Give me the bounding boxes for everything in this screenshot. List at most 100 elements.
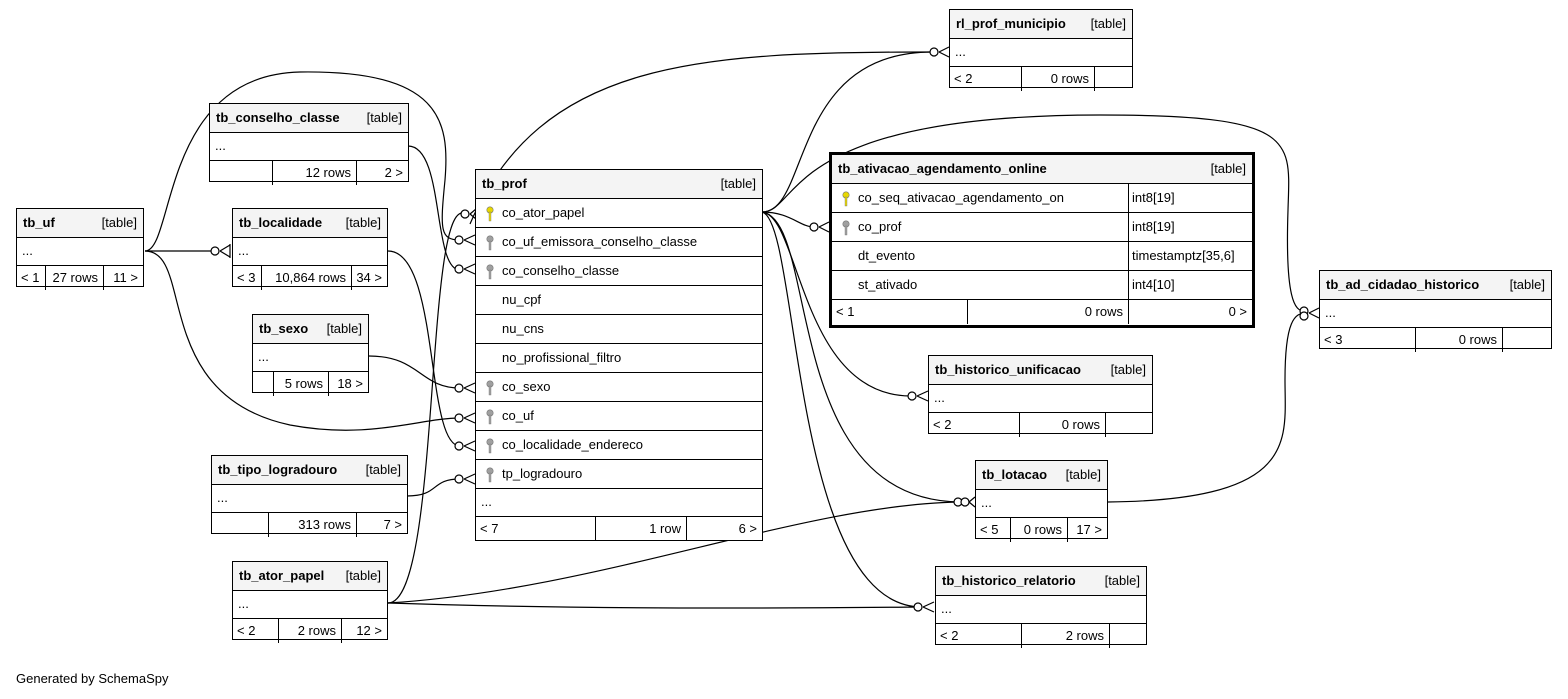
fk-key-icon [485, 380, 495, 396]
edge-prof-histunif [761, 211, 911, 397]
column-row[interactable]: co_conselho_classe [476, 257, 762, 286]
parents-count[interactable]: < 1 [832, 300, 967, 324]
table-type: [table] [1509, 277, 1545, 292]
column-name: co_localidade_endereco [502, 437, 643, 452]
table-header: tb_ativacao_agendamento_online [table] [832, 155, 1252, 184]
parents-count[interactable]: < 2 [950, 67, 1021, 91]
columns-ellipsis: ... [212, 485, 407, 513]
table-tb-ator-papel[interactable]: tb_ator_papel [table] ... < 2 2 rows 12 … [232, 561, 388, 643]
column-name: no_profissional_filtro [502, 350, 622, 365]
columns-ellipsis: ... [476, 489, 762, 517]
table-tb-tipo-logradouro[interactable]: tb_tipo_logradouro [table] ... 313 rows … [211, 455, 408, 537]
column-name: co_prof [858, 219, 902, 234]
table-footer: < 2 0 rows [950, 67, 1132, 91]
table-rl-prof-municipio[interactable]: rl_prof_municipio [table] ... < 2 0 rows [949, 9, 1133, 91]
column-row[interactable]: nu_cns [476, 315, 762, 344]
children-count[interactable]: 2 > [356, 161, 408, 185]
ellipsis-text: ... [934, 390, 945, 405]
row-count-label: 0 rows [1061, 417, 1100, 432]
table-footer: < 7 1 row 6 > [476, 517, 762, 541]
table-tb-localidade[interactable]: tb_localidade [table] ... < 3 10,864 row… [232, 208, 388, 290]
table-tb-lotacao[interactable]: tb_lotacao [table] ... < 5 0 rows 17 > [975, 460, 1108, 542]
table-name: tb_ad_cidadao_historico [1326, 277, 1480, 292]
table-tb-conselho-classe[interactable]: tb_conselho_classe [table] ... 12 rows 2… [209, 103, 409, 185]
parents-count[interactable]: < 2 [233, 619, 278, 643]
column-row[interactable]: co_ator_papel [476, 199, 762, 228]
parents-count[interactable]: < 2 [936, 624, 1021, 648]
table-tb-historico-relatorio[interactable]: tb_historico_relatorio [table] ... < 2 2… [935, 566, 1147, 648]
children-count[interactable]: 17 > [1067, 518, 1107, 542]
children-label: 17 > [1076, 522, 1102, 537]
parents-count [212, 513, 268, 537]
table-tb-ativacao-agendamento-online[interactable]: tb_ativacao_agendamento_online [table] c… [829, 152, 1255, 328]
table-name: tb_prof [482, 176, 527, 191]
columns-ellipsis: ... [210, 133, 408, 161]
children-label: 7 > [383, 517, 402, 532]
children-count[interactable]: 0 > [1128, 300, 1252, 324]
column-row[interactable]: co_localidade_endereco [476, 431, 762, 460]
parents-count[interactable]: < 1 [17, 266, 45, 290]
table-tb-uf[interactable]: tb_uf [table] ... < 1 27 rows 11 > [16, 208, 144, 290]
ellipsis-text: ... [481, 494, 492, 509]
table-header: tb_tipo_logradouro [table] [212, 456, 407, 485]
column-row[interactable]: nu_cpf [476, 286, 762, 315]
parents-count[interactable]: < 3 [1320, 328, 1415, 352]
columns-ellipsis: ... [253, 344, 368, 372]
row-count-label: 27 rows [52, 270, 98, 285]
children-count[interactable]: 6 > [686, 517, 762, 541]
children-label: 34 > [356, 270, 382, 285]
parents-count[interactable]: < 2 [929, 413, 1019, 437]
ellipsis-text: ... [258, 349, 269, 364]
row-count-label: 0 rows [1458, 332, 1497, 347]
row-count: 0 rows [1019, 413, 1105, 437]
row-count-label: 1 row [649, 521, 681, 536]
parents-count [253, 372, 273, 396]
row-count: 0 rows [1415, 328, 1502, 352]
fk-key-icon [485, 264, 495, 280]
edge-prof-historel [761, 211, 923, 608]
table-tb-historico-unificacao[interactable]: tb_historico_unificacao [table] ... < 2 … [928, 355, 1153, 437]
table-name: tb_sexo [259, 321, 309, 336]
children-label: 11 > [113, 270, 138, 285]
children-label: 18 > [337, 376, 363, 391]
table-name: tb_historico_unificacao [935, 362, 1081, 377]
children-count[interactable]: 11 > [103, 266, 143, 290]
column-row[interactable]: co_uf_emissora_conselho_classe [476, 228, 762, 257]
row-count: 10,864 rows [261, 266, 351, 290]
column-name: nu_cpf [502, 292, 542, 307]
children-label: 12 > [356, 623, 382, 638]
table-header: tb_localidade [table] [233, 209, 387, 238]
table-tb-ad-cidadao-historico[interactable]: tb_ad_cidadao_historico [table] ... < 3 … [1319, 270, 1552, 352]
parents-count[interactable]: < 5 [976, 518, 1010, 542]
ellipsis-text: ... [941, 601, 952, 616]
table-name: tb_tipo_logradouro [218, 462, 338, 477]
children-count[interactable]: 34 > [351, 266, 387, 290]
ellipsis-text: ... [217, 490, 228, 505]
row-count: 27 rows [45, 266, 103, 290]
children-count[interactable]: 12 > [341, 619, 387, 643]
parents-count[interactable]: < 7 [476, 517, 595, 541]
table-name: tb_localidade [239, 215, 323, 230]
table-name: rl_prof_municipio [956, 16, 1066, 31]
children-count [1109, 624, 1146, 648]
children-count[interactable]: 18 > [328, 372, 368, 396]
table-type: [table] [326, 321, 362, 336]
table-name: tb_uf [23, 215, 55, 230]
parents-count[interactable]: < 3 [233, 266, 261, 290]
table-footer: < 2 0 rows [929, 413, 1152, 437]
column-row[interactable]: tp_logradouro [476, 460, 762, 489]
column-row[interactable]: no_profissional_filtro [476, 344, 762, 373]
column-row[interactable]: co_uf [476, 402, 762, 431]
table-footer: < 1 27 rows 11 > [17, 266, 143, 290]
table-footer: < 3 10,864 rows 34 > [233, 266, 387, 290]
table-tb-sexo[interactable]: tb_sexo [table] ... 5 rows 18 > [252, 314, 369, 396]
children-count[interactable]: 7 > [356, 513, 407, 537]
row-count-label: 2 rows [1065, 628, 1104, 643]
column-name: dt_evento [858, 248, 916, 263]
column-row[interactable]: co_sexo [476, 373, 762, 402]
